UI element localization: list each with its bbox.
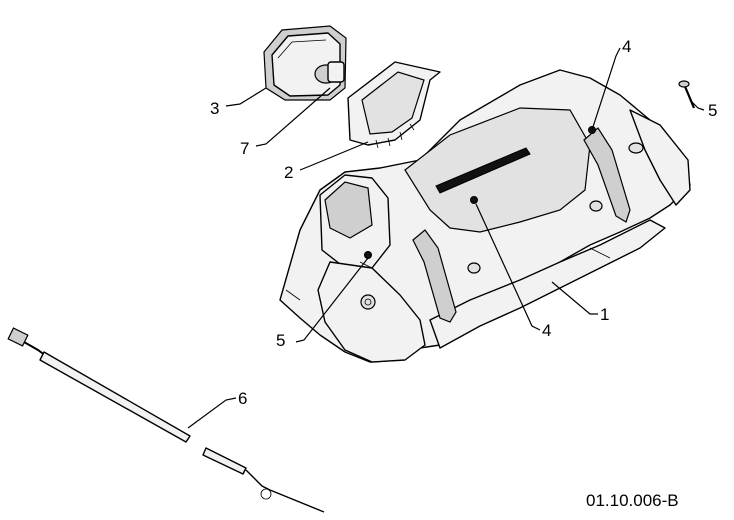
callout-3: 3 — [210, 99, 219, 118]
callout-6: 6 — [238, 389, 247, 408]
drawing-code: 01.10.006-B — [586, 491, 679, 510]
leader-lines — [187, 47, 705, 429]
part-1-cover — [279, 69, 691, 363]
callout-5-left: 5 — [276, 331, 285, 350]
part-6-cable — [7, 327, 325, 513]
callout-2: 2 — [284, 163, 293, 182]
callout-4-bottom: 4 — [542, 321, 551, 340]
callout-4-top: 4 — [622, 37, 631, 56]
part-5-screw-right — [678, 80, 696, 109]
callout-5-right: 5 — [708, 101, 717, 120]
callout-7: 7 — [240, 139, 249, 158]
callout-1: 1 — [600, 305, 609, 324]
part-7-socket — [314, 61, 345, 84]
part-2-frame — [347, 61, 441, 149]
